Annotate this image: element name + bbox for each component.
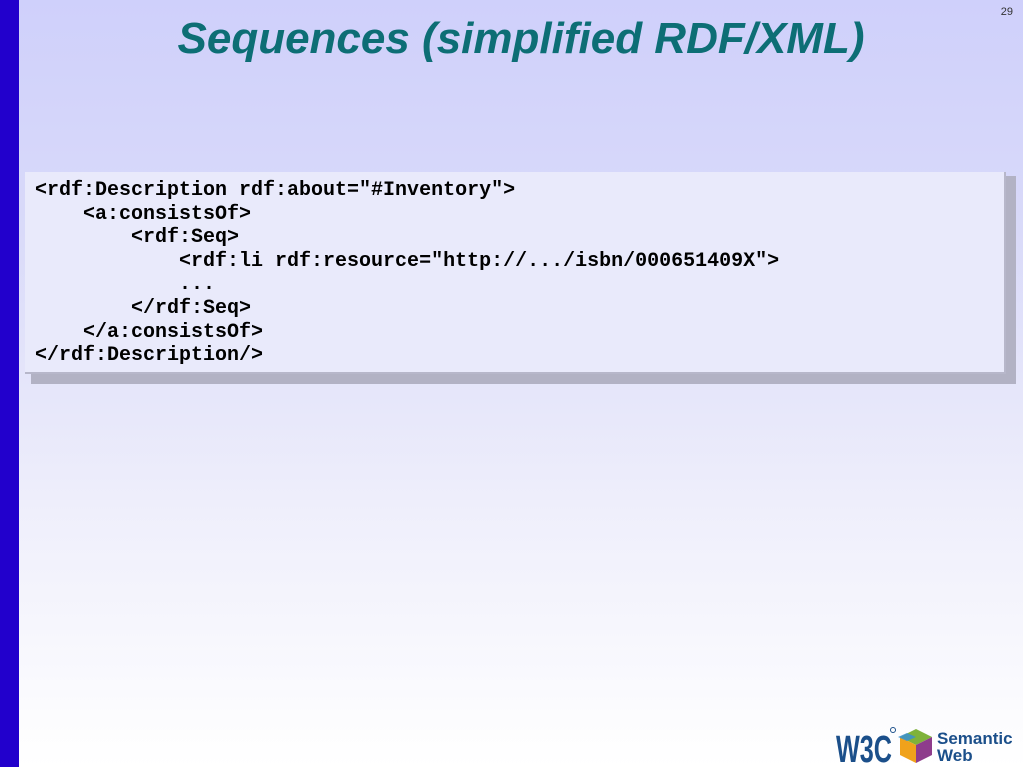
- code-line: <a:consistsOf>: [35, 202, 252, 226]
- slide-title: Sequences (simplified RDF/XML): [177, 14, 865, 63]
- semantic-web-logo-text: Semantic Web: [937, 730, 1013, 764]
- code-line: </rdf:Seq>: [35, 296, 252, 320]
- code-line: </rdf:Description/>: [35, 344, 264, 368]
- code-line: <rdf:Seq>: [35, 226, 240, 250]
- w3c-logo-text: W3C: [836, 729, 892, 766]
- code-line: ...: [35, 273, 216, 297]
- semantic-web-cube-icon: [898, 729, 932, 763]
- w3c-logo-icon: W3C: [836, 727, 896, 766]
- code-line: </a:consistsOf>: [35, 320, 264, 344]
- code-block: <rdf:Description rdf:about="#Inventory">…: [25, 172, 1006, 374]
- code-line: <rdf:li rdf:resource="http://.../isbn/00…: [35, 249, 780, 273]
- slide-number: 29: [1000, 6, 1013, 18]
- logo-word-web: Web: [937, 746, 973, 765]
- code-lines: <rdf:Description rdf:about="#Inventory">…: [35, 179, 779, 368]
- left-accent-bar: [0, 0, 19, 767]
- logo-word-semantic: Semantic: [937, 729, 1013, 748]
- code-line: <rdf:Description rdf:about="#Inventory">: [35, 179, 516, 202]
